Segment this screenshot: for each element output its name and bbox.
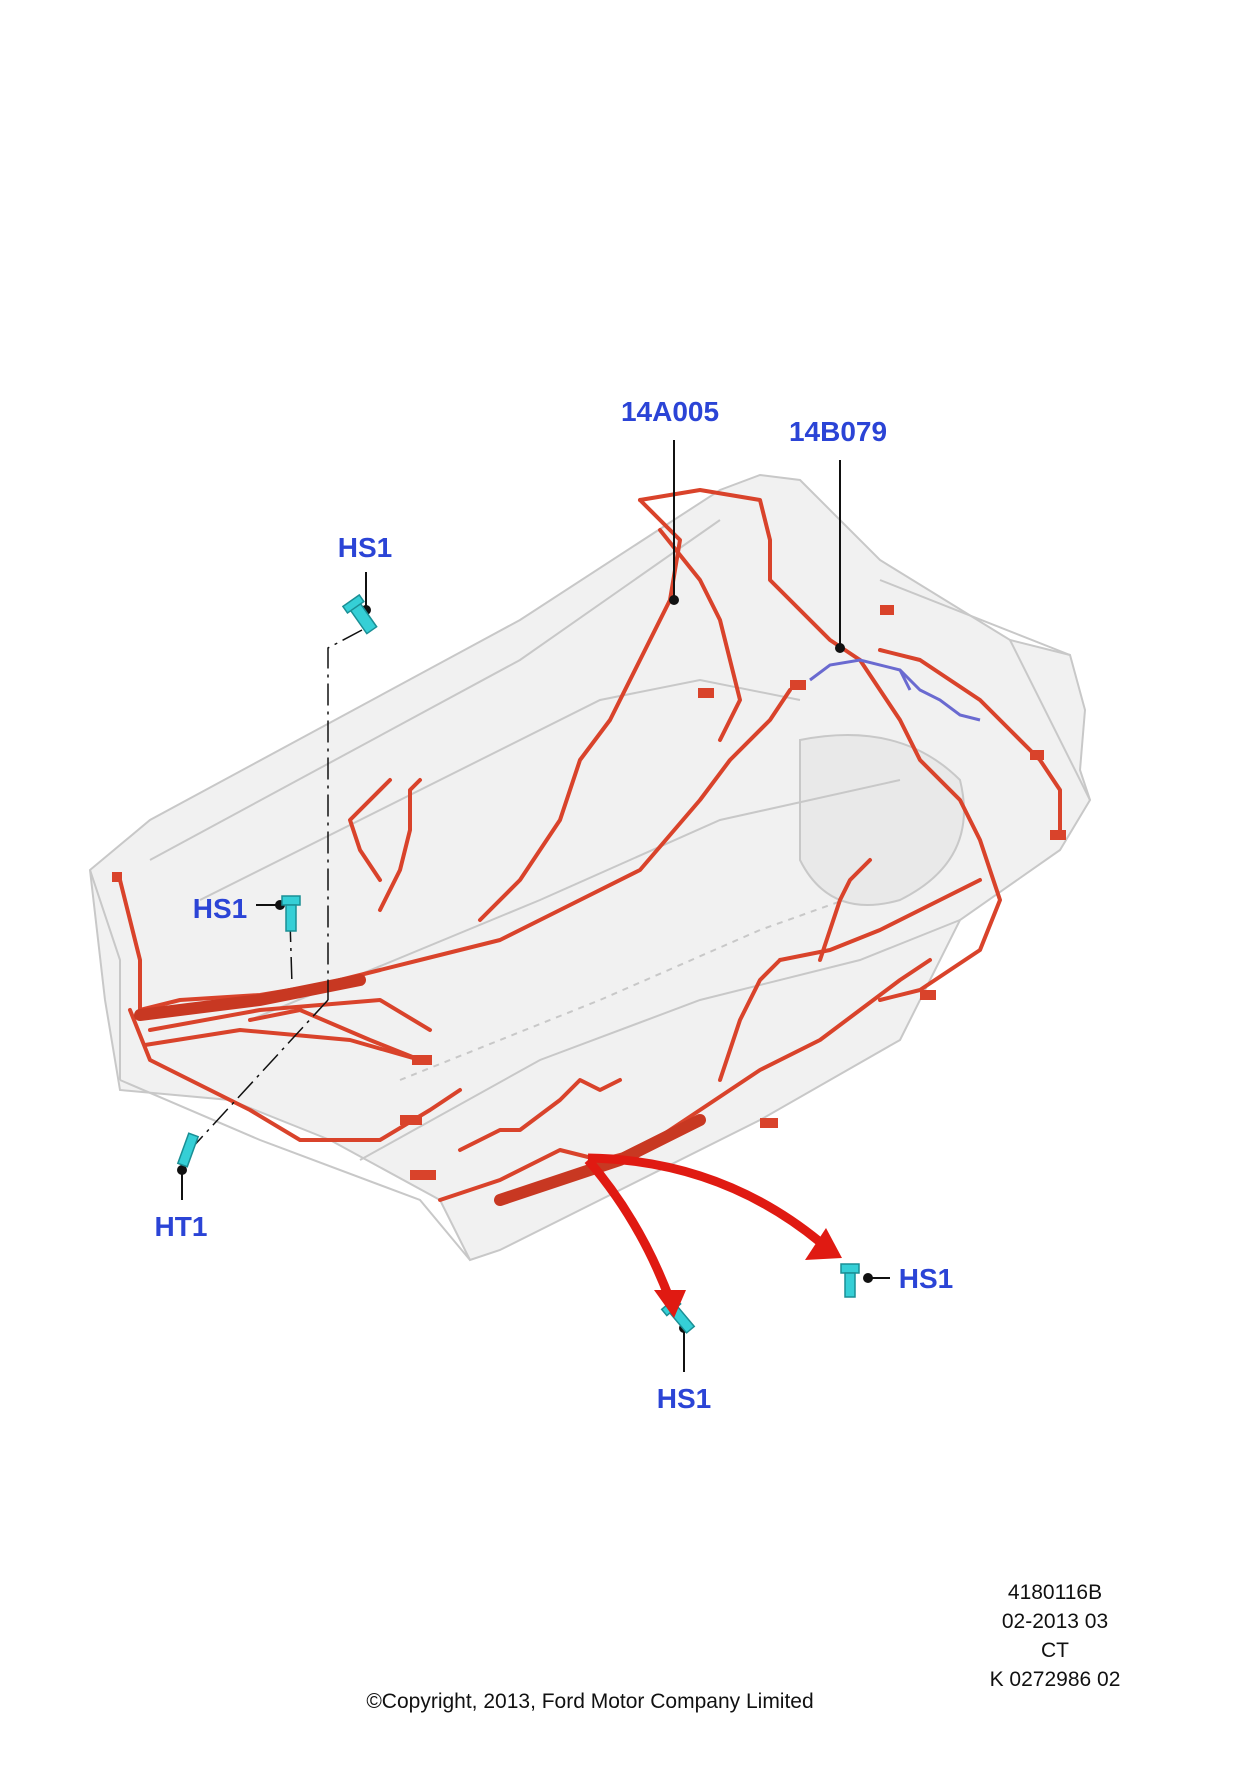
red-arrows (584, 1153, 842, 1318)
callout-label-ht1: HT1 (155, 1211, 208, 1242)
leader-lines (181, 440, 890, 1372)
secondary-harness-14b079 (809, 658, 981, 722)
part-number: 4180116B (1007, 1581, 1103, 1604)
issue-date: 02-2013 03 (1001, 1610, 1109, 1633)
copyright-notice: ©Copyright, 2013, Ford Motor Company Lim… (366, 1690, 814, 1713)
callout-label-hs1-right: HS1 (899, 1263, 953, 1294)
callout-label-14b079: 14B079 (789, 416, 887, 447)
bolt-icon-hs1-right (840, 1263, 860, 1298)
callout-label-hs1-top: HS1 (338, 532, 392, 563)
callout-label-14a005: 14A005 (621, 396, 719, 427)
arrow-to-hs1-right (587, 1153, 823, 1246)
callout-label-hs1-left: HS1 (193, 893, 247, 924)
arrowhead-right (805, 1228, 842, 1260)
stud-icon-ht1 (176, 1132, 200, 1168)
bolt-icon-hs1-left (281, 895, 301, 932)
drawing-reference-block: 4180116B 02-2013 03 CT K 0272986 02 (960, 1578, 1150, 1694)
bolt-icon-hs1-top (341, 593, 378, 635)
arrowhead-bottom (654, 1290, 686, 1318)
catalog-code: K 0272986 02 (989, 1668, 1121, 1691)
callout-label-hs1-bottom: HS1 (657, 1383, 711, 1414)
vehicle-body-shell (88, 473, 1092, 1262)
harness-connectors (112, 605, 1066, 1180)
region-code: CT (1041, 1639, 1069, 1662)
arrow-to-hs1-bottom (584, 1157, 675, 1302)
